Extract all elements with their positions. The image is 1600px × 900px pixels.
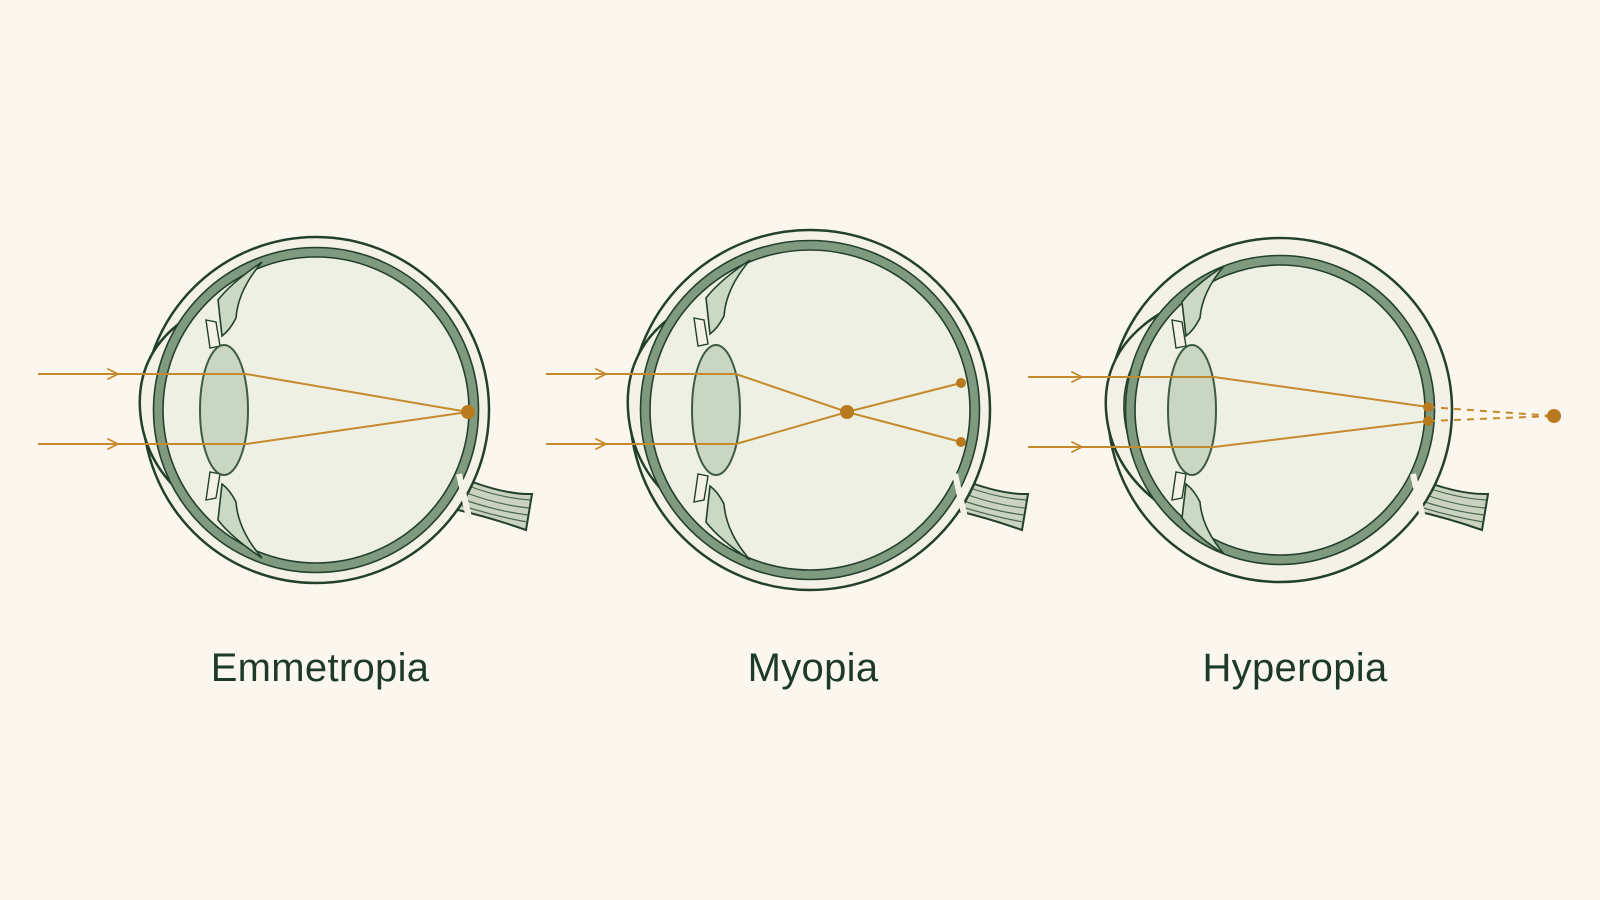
ray-lower-path (606, 410, 962, 445)
virtual-ray-lower (1427, 415, 1555, 422)
retina-blur-point-lower (1423, 416, 1433, 426)
myopia-caption: Myopia (747, 646, 879, 690)
retina-blur-point-upper (1423, 402, 1433, 412)
eye-cross-section-icon (1104, 236, 1490, 584)
optic-nerve (456, 476, 534, 532)
optic-nerve (952, 476, 1030, 532)
eye-cross-section-icon (138, 235, 534, 585)
retina-outer-edge (1124, 254, 1436, 566)
lens (199, 344, 249, 476)
retina-blur-point-lower (956, 437, 966, 447)
vitreous-body (649, 249, 971, 571)
retina-outer-edge (152, 246, 480, 574)
ciliary-body-upper (1181, 265, 1225, 338)
focal-point-dot (1547, 409, 1561, 423)
ray-upper-path (118, 373, 469, 413)
focal-point-dot (840, 405, 854, 419)
lens (691, 344, 741, 476)
light-rays (1028, 371, 1555, 453)
light-rays (38, 368, 469, 450)
virtual-ray-upper (1427, 406, 1555, 417)
ray-lower-path (118, 411, 469, 445)
ciliary-body-lower (705, 484, 751, 561)
focal-point-dot (461, 405, 475, 419)
light-rays (546, 368, 962, 450)
ciliary-body-upper (217, 261, 263, 338)
iris-upper (693, 317, 709, 347)
ciliary-body-lower (217, 482, 263, 559)
retina-blur-point-upper (956, 378, 966, 388)
ray-upper-path (1082, 376, 1429, 408)
emmetropia-caption: Emmetropia (210, 646, 430, 690)
ray-lower-path (1082, 420, 1429, 448)
eye-cross-section-icon (626, 228, 1030, 592)
ciliary-body-lower (1181, 482, 1225, 555)
emmetropia-panel (38, 235, 534, 585)
ciliary-body-upper (705, 259, 751, 336)
ray-upper-path (606, 373, 962, 414)
iris-lower (693, 473, 709, 503)
retina-outer-edge (639, 239, 981, 581)
choroid-layer (640, 240, 980, 580)
lens (1167, 344, 1217, 476)
hyperopia-panel (1028, 236, 1561, 584)
hyperopia-caption: Hyperopia (1202, 646, 1388, 690)
myopia-panel (546, 228, 1030, 592)
